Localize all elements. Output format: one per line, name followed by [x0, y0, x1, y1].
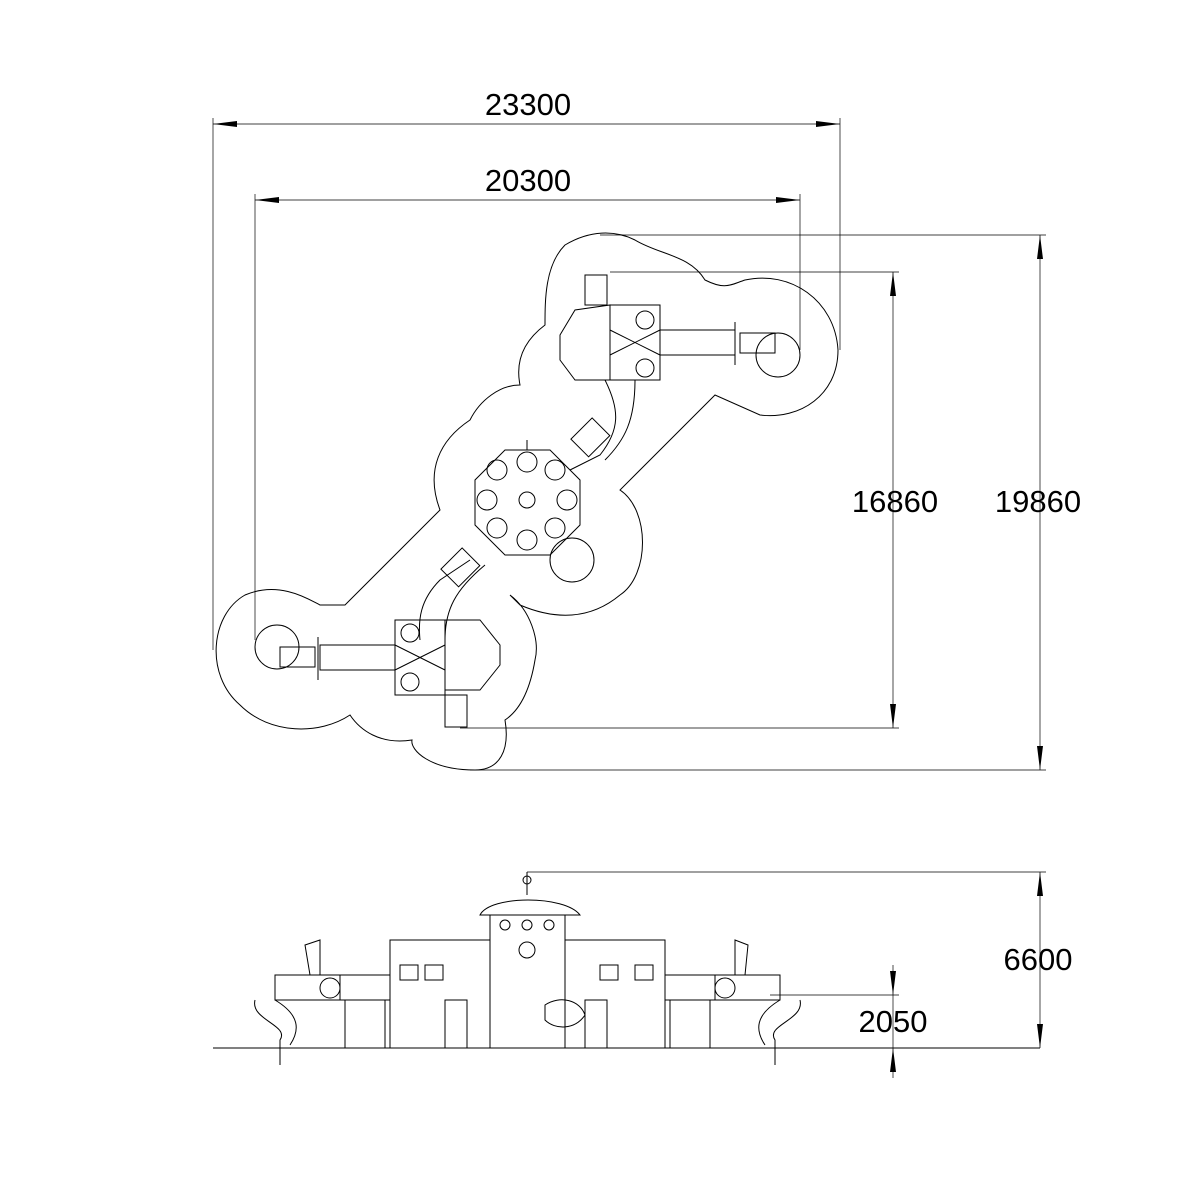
dim-inner-width: 20300 [485, 163, 571, 198]
central-dome [474, 440, 595, 583]
plan-view: 23300 20300 16860 19860 [212, 87, 1081, 771]
upper-tower-group [559, 274, 801, 471]
lower-tower-group [254, 547, 501, 728]
dim-platform-height: 2050 [859, 1004, 928, 1039]
elevation-view: 6600 2050 [213, 871, 1073, 1078]
playground-elevation [254, 872, 801, 1065]
safety-zone-outline [215, 232, 839, 771]
dim-overall-depth: 19860 [995, 484, 1081, 519]
dim-inner-depth: 16860 [852, 484, 938, 519]
dim-overall-width: 23300 [485, 87, 571, 122]
dim-overall-height: 6600 [1004, 942, 1073, 977]
